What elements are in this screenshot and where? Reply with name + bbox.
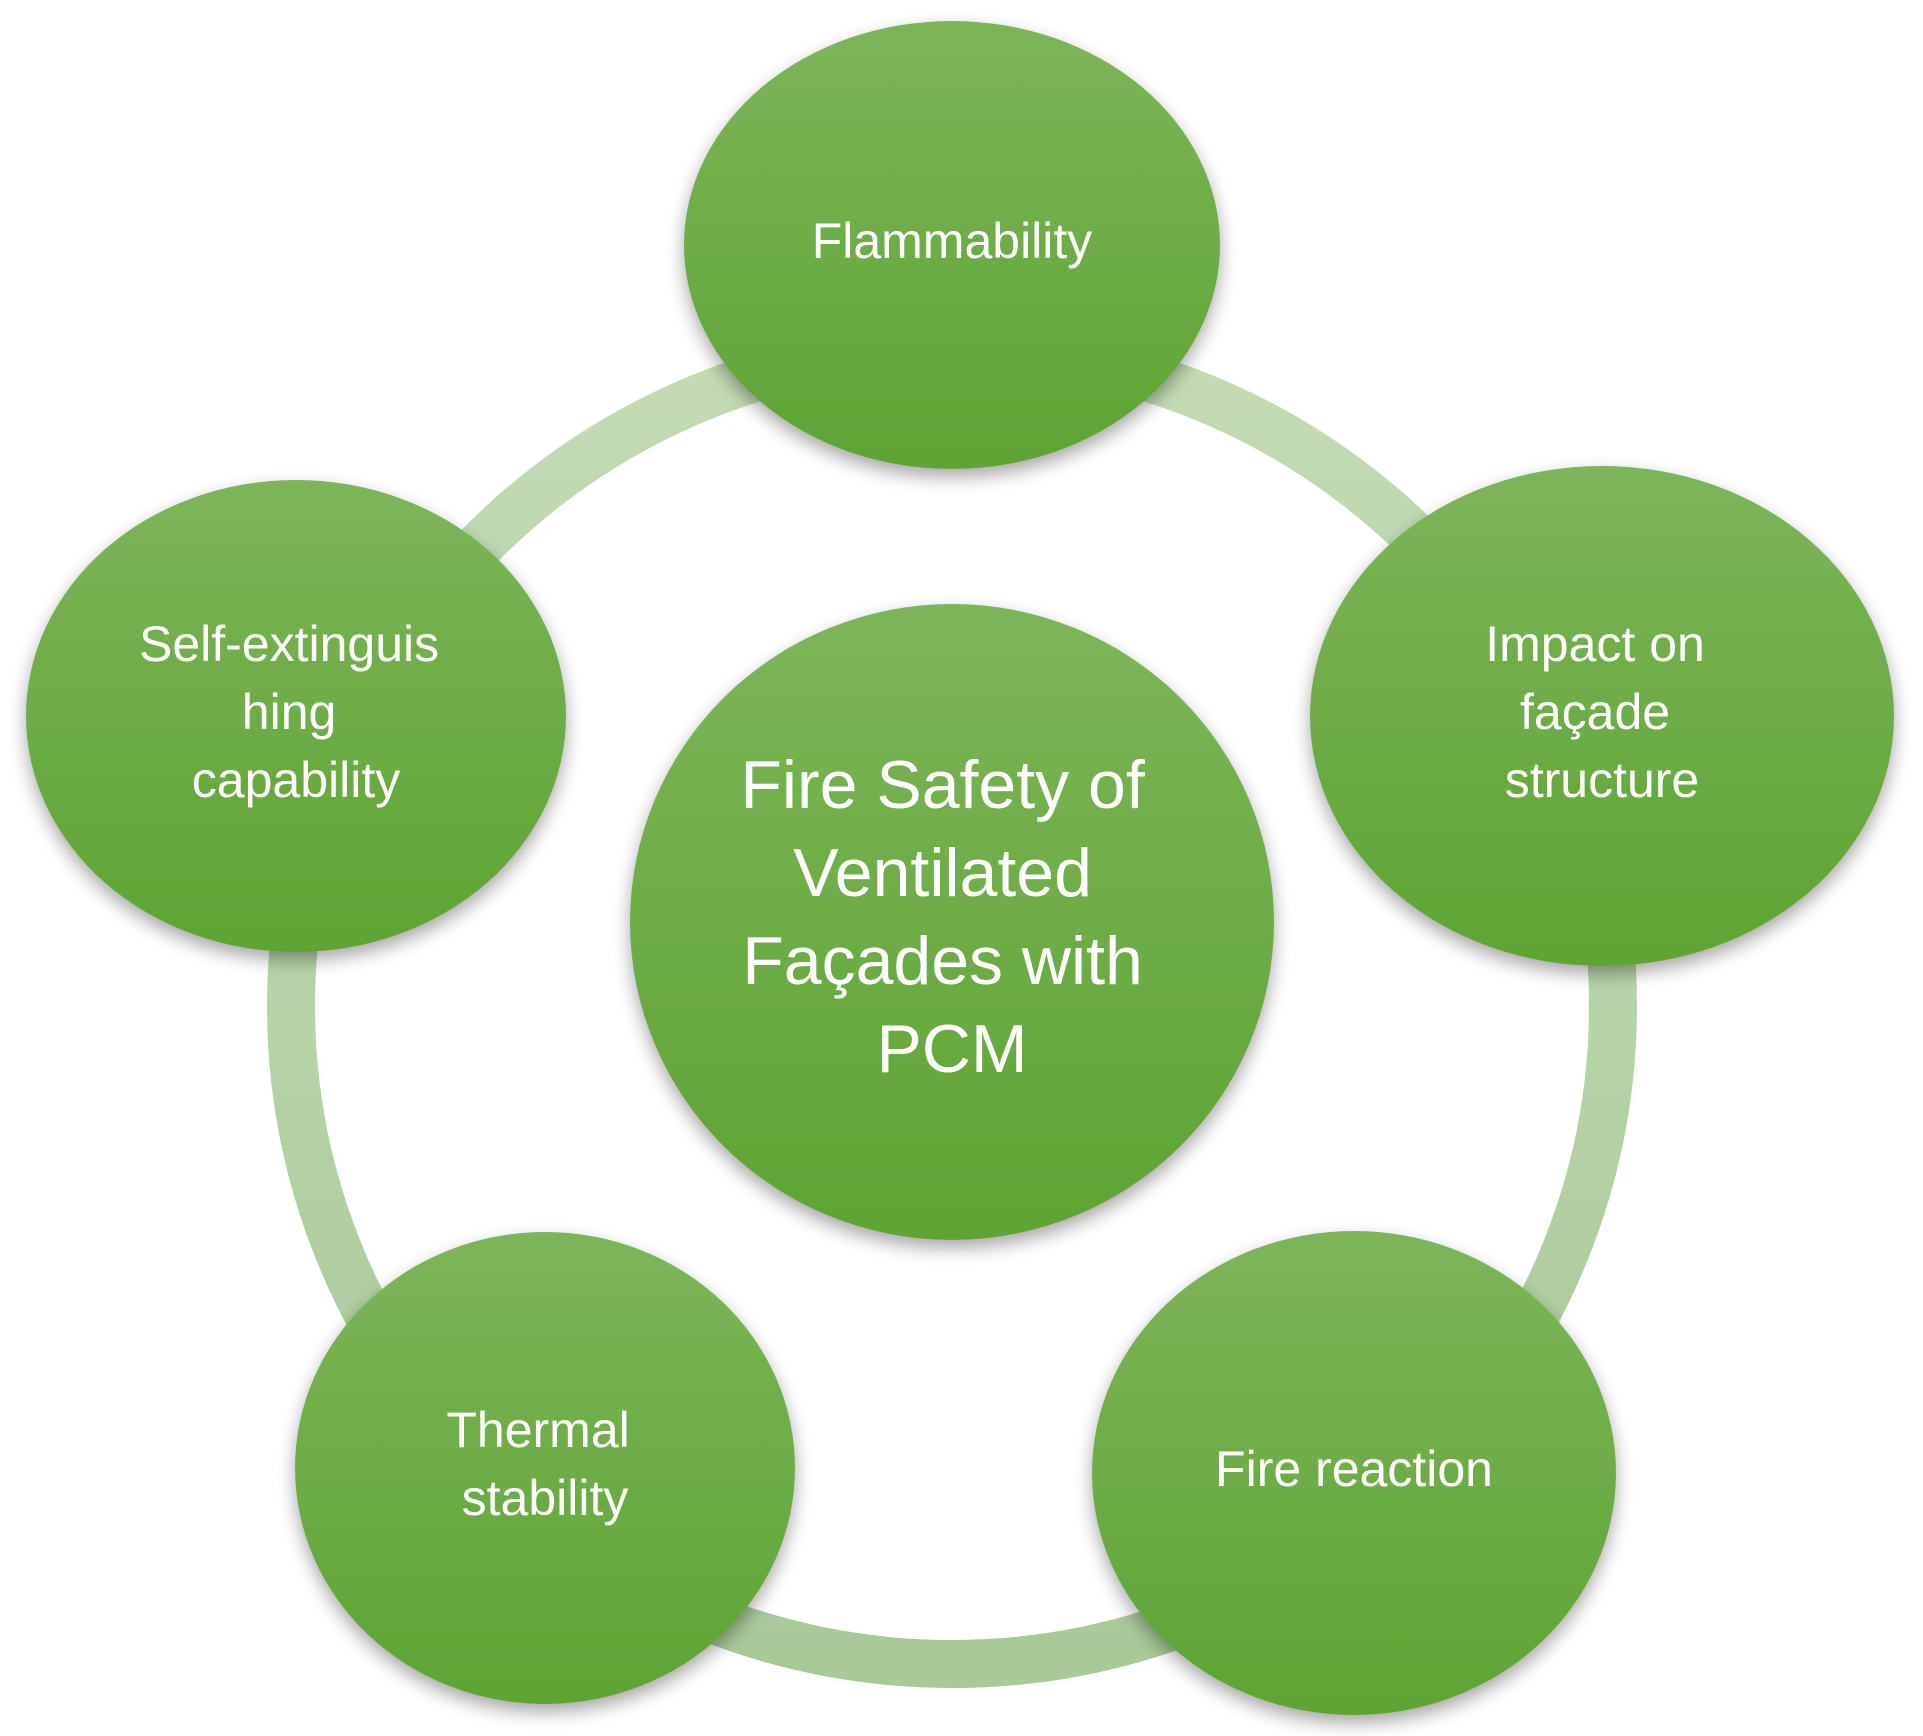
node-circle [1310,466,1894,966]
node-flammability: Flammability [684,21,1220,469]
node-label-line: Thermal [446,1402,629,1458]
center-node-label: Fire Safety of Ventilated Façades with P… [740,747,1163,1087]
node-label-line: Impact on [1485,616,1705,672]
center-label-line: PCM [876,1011,1027,1087]
node-circle [684,21,1220,469]
node-label: Impact on façade structure [1485,616,1718,808]
center-node-circle [630,604,1274,1240]
node-thermal-stability: Thermal stability [295,1232,795,1704]
center-node: Fire Safety of Ventilated Façades with P… [630,604,1274,1240]
node-label-line: capability [192,752,400,808]
node-label: Flammability [812,213,1093,269]
node-impact-on-facade-structure: Impact on façade structure [1310,466,1894,966]
node-label-line: Flammability [812,213,1093,269]
node-circle [295,1232,795,1704]
center-label-line: Façades with [742,923,1143,999]
node-label-line: stability [462,1470,629,1526]
node-label-line: Fire reaction [1215,1441,1493,1497]
node-fire-reaction: Fire reaction [1092,1231,1616,1715]
center-label-line: Fire Safety of [740,747,1144,823]
node-label-line: façade [1520,684,1670,740]
center-label-line: Ventilated [793,835,1092,911]
node-label: Fire reaction [1215,1441,1493,1497]
node-self-extinguishing-capability: Self-extinguis hing capability [26,480,566,952]
node-label-line: Self-extinguis [139,616,439,672]
node-label-line: hing [242,684,337,740]
node-label-line: structure [1505,752,1700,808]
node-label: Self-extinguis hing capability [139,616,453,808]
node-circle [1092,1231,1616,1715]
node-circle [26,480,566,952]
node-label: Thermal stability [446,1402,643,1526]
